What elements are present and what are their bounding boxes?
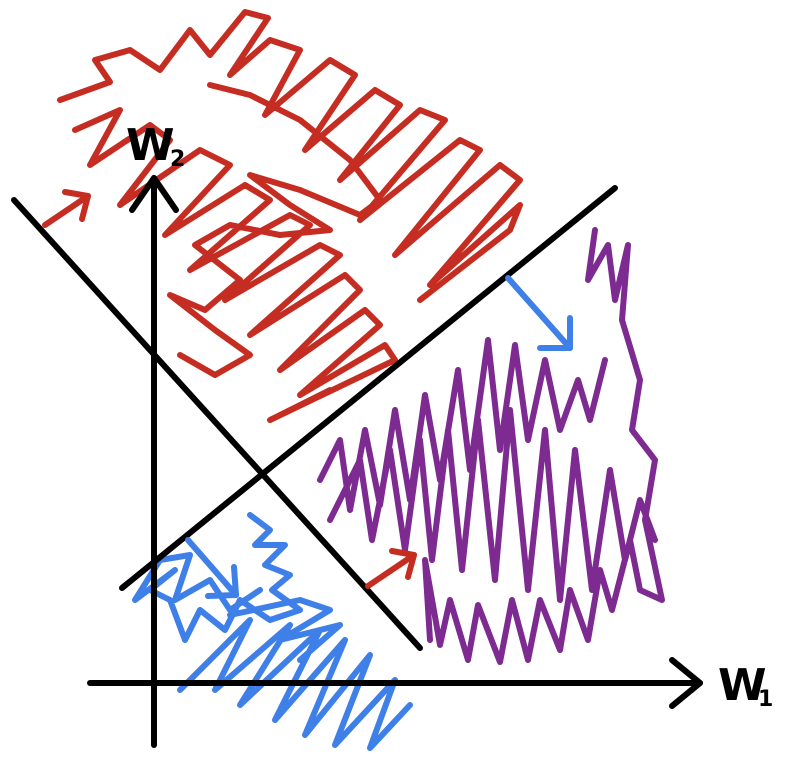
inner-normal-arrow-blue	[185, 537, 239, 599]
ascending-boundary-line	[119, 185, 618, 591]
x-axis-label-main: W	[718, 660, 767, 711]
axes	[87, 175, 703, 748]
lower-left-region	[132, 512, 413, 751]
descending-boundary-line	[11, 197, 423, 651]
upper-line-normal-arrow	[42, 189, 91, 228]
x-axis-label: W 1	[718, 660, 773, 712]
y-axis-arrowhead	[129, 175, 179, 213]
y-axis-label-main: W	[126, 120, 175, 171]
y-axis-label: W 2	[126, 120, 185, 172]
x-axis-arrowhead	[669, 657, 703, 709]
upper-left-region	[57, 9, 523, 423]
x-axis-label-subscript: 1	[758, 687, 773, 712]
decision-lines	[11, 185, 618, 651]
rising-line-normal-arrow-blue	[505, 275, 573, 351]
right-region	[317, 227, 665, 665]
blue-scribble	[132, 512, 413, 751]
normal-arrows	[42, 189, 573, 599]
diagonal-line-normal-arrow-red	[365, 548, 417, 589]
purple-scribble	[317, 227, 665, 665]
y-axis-label-subscript: 2	[170, 147, 185, 172]
red-scribble	[57, 9, 523, 423]
